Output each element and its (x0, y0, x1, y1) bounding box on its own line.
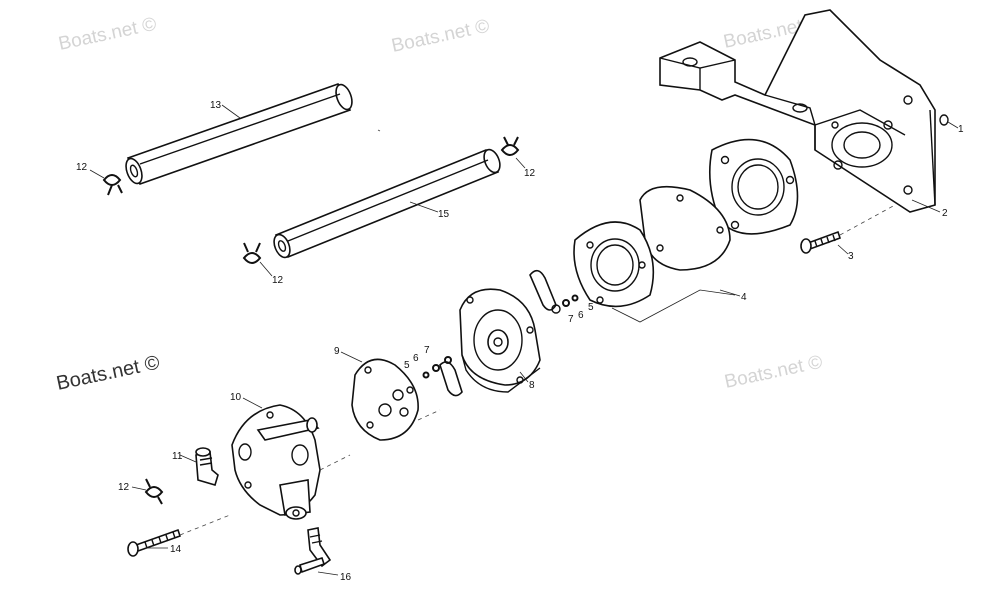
part-16-elbow-fitting (294, 527, 332, 575)
callout-6-upper: 6 (578, 310, 584, 321)
part-12-clamp-b (500, 136, 520, 156)
part-4-gasket-inner (573, 221, 655, 308)
part-check-valve-lower (422, 356, 463, 397)
part-14-screw (127, 528, 182, 557)
callout-7-lower: 7 (424, 345, 430, 356)
part-1-o-ring (939, 114, 949, 126)
part-15-hose (273, 148, 501, 259)
callout-12-d: 12 (118, 482, 130, 493)
callout-12-a: 12 (76, 162, 88, 173)
watermark-text: Boats.net © (723, 352, 825, 393)
callout-1: 1 (958, 124, 964, 135)
callout-4: 4 (741, 292, 747, 303)
part-13-hose (125, 83, 353, 185)
callout-15: 15 (438, 209, 450, 220)
callout-2: 2 (942, 208, 948, 219)
part-8-pump-cover (459, 288, 541, 393)
callout-14: 14 (170, 544, 182, 555)
callout-7-upper: 7 (568, 314, 574, 325)
part-4-diaphragm (639, 185, 731, 271)
callout-9: 9 (334, 346, 340, 357)
callout-3: 3 (848, 251, 854, 262)
part-3-screw (800, 230, 842, 254)
callout-8: 8 (529, 380, 535, 391)
part-2-bracket (659, 9, 936, 213)
part-check-valve-upper (529, 269, 579, 314)
part-12-clamp-c (242, 242, 262, 264)
leader-lines (89, 104, 959, 576)
callout-5-upper: 5 (588, 302, 594, 313)
part-11-elbow-fitting (195, 447, 219, 486)
part-9-gasket (351, 358, 419, 441)
callout-6-lower: 6 (413, 353, 419, 364)
callout-12-c: 12 (272, 275, 284, 286)
callout-labels: 1 2 3 4 5 6 7 5 6 7 8 9 10 11 12 12 12 1… (76, 100, 964, 583)
callout-11: 11 (172, 451, 183, 462)
part-4-gasket-outer (708, 138, 799, 235)
watermark-text: Boats.net © (57, 14, 159, 55)
callout-13: 13 (210, 100, 222, 111)
callout-16: 16 (340, 572, 352, 583)
callout-12-b: 12 (524, 168, 536, 179)
part-12-clamp-d (144, 478, 164, 505)
watermark-text: Boats.net © (54, 352, 161, 395)
callout-5-lower: 5 (404, 360, 410, 371)
part-12-clamp-a (102, 174, 123, 196)
callout-10: 10 (230, 392, 242, 403)
part-10-pump-body (231, 404, 321, 520)
watermark-text: Boats.net © (390, 16, 492, 57)
